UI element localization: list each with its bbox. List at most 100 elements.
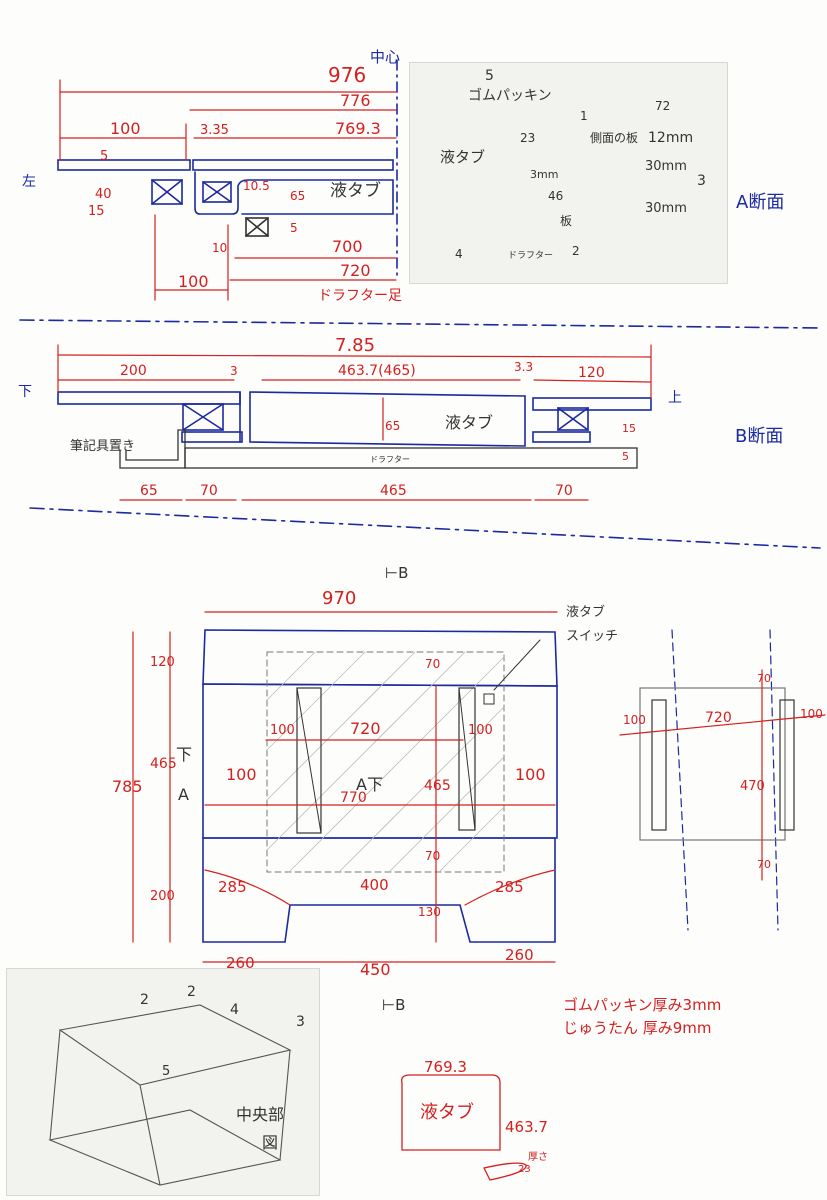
photo-num-4: 4 bbox=[455, 247, 463, 261]
b-section-dims bbox=[57, 344, 652, 501]
dim-b-120: 120 bbox=[578, 365, 605, 381]
side-board-label: 側面の板 bbox=[590, 131, 638, 145]
a-section-labels: 976 中心 776 100 3.35 769.3 左 5 40 15 10.5… bbox=[22, 48, 402, 304]
plan-view-dims bbox=[132, 611, 558, 963]
dim-p-100-right: 100 bbox=[515, 765, 546, 784]
dim-s-100-left: 100 bbox=[623, 713, 646, 727]
dim-a-5b: 5 bbox=[290, 221, 298, 235]
section-mark-b-2: ⊢B bbox=[382, 996, 405, 1014]
b-section-title: B断面 bbox=[735, 426, 783, 447]
photo-num-1: 1 bbox=[580, 109, 588, 123]
cp-num-4: 4 bbox=[230, 1002, 239, 1018]
cp-title-1: 中央部 bbox=[236, 1105, 284, 1124]
dim-a-5: 5 bbox=[100, 149, 108, 164]
dim-a-776: 776 bbox=[340, 91, 371, 110]
dim-b-65: 65 bbox=[385, 419, 400, 433]
note-carpet-thickness: じゅうたん 厚み9mm bbox=[563, 1019, 712, 1037]
plan-lower-mark: 下 bbox=[176, 745, 192, 764]
photo-num-5: 5 bbox=[485, 68, 494, 84]
dim-p-400: 400 bbox=[360, 876, 389, 894]
liquid-tub-label-b: 液タブ bbox=[445, 413, 493, 432]
dim-b-3-3: 3.3 bbox=[514, 360, 533, 374]
notes: ゴムパッキン厚み3mm じゅうたん 厚み9mm 769.3 液タブ 463.7 … bbox=[420, 996, 721, 1175]
dim-b-15: 15 bbox=[622, 422, 636, 435]
a-section-photo-labels: ゴムパッキン 5 1 72 側面の板 12mm 23 液タブ 3mm 30mm … bbox=[440, 68, 784, 261]
cp-title-2: 図 bbox=[262, 1133, 278, 1152]
dim-b-70b: 70 bbox=[555, 483, 573, 499]
upper-label: 上 bbox=[668, 390, 682, 406]
photo-72: 72 bbox=[655, 99, 670, 113]
dim-s-70-bottom: 70 bbox=[757, 858, 771, 871]
dim-a-15: 15 bbox=[88, 204, 105, 219]
tub-switch-label-1: 液タブ bbox=[566, 604, 605, 620]
a-section-drawing bbox=[57, 59, 398, 276]
side-sketch-labels: 70 100 720 100 470 70 bbox=[623, 672, 823, 871]
a-section-title: A断面 bbox=[736, 192, 784, 213]
dim-b-465: 465 bbox=[380, 483, 407, 499]
lower-label: 下 bbox=[18, 384, 32, 400]
dim-p-70-top: 70 bbox=[425, 657, 440, 671]
box-463-7: 463.7 bbox=[505, 1118, 548, 1136]
dim-b-overall: 7.85 bbox=[335, 335, 375, 356]
box-tub-label: 液タブ bbox=[420, 1101, 474, 1123]
photo-drafter: ドラフター bbox=[508, 250, 553, 261]
photo-tub-label: 液タブ bbox=[440, 148, 485, 166]
dim-p-200: 200 bbox=[150, 889, 175, 904]
center-part-labels: 2 2 4 3 5 中央部 図 bbox=[140, 984, 305, 1152]
dim-p-70-bottom: 70 bbox=[425, 849, 440, 863]
center-part-sketch-lines bbox=[48, 1004, 292, 1186]
dim-a-769-3: 769.3 bbox=[335, 119, 381, 138]
dim-p-260-left: 260 bbox=[226, 954, 255, 972]
dim-a-10-5: 10.5 bbox=[243, 179, 270, 193]
tub-switch-label-2: スイッチ bbox=[566, 629, 618, 644]
dim-a-100b: 100 bbox=[178, 272, 209, 291]
left-label: 左 bbox=[22, 174, 36, 190]
dim-p-720: 720 bbox=[350, 719, 381, 738]
dim-a-100: 100 bbox=[110, 119, 141, 138]
pen-tray-label: 筆記具置き bbox=[70, 438, 135, 454]
dim-p-100-inner-r: 100 bbox=[468, 723, 493, 738]
dim-s-70-top: 70 bbox=[757, 672, 771, 685]
dim-a-overall: 976 bbox=[328, 63, 366, 87]
a-section-sketch-photo bbox=[409, 62, 728, 284]
cp-num-5: 5 bbox=[162, 1064, 170, 1079]
dim-p-465b: 465 bbox=[424, 778, 451, 794]
dim-a-3-35: 3.35 bbox=[200, 123, 229, 138]
liquid-tub-label-a: 液タブ bbox=[330, 180, 381, 201]
box-thickness: 厚さ bbox=[528, 1151, 548, 1163]
drafter-leg-label: ドラフター足 bbox=[318, 288, 402, 304]
liquid-tub-box-sketch bbox=[401, 1074, 527, 1181]
dim-p-465: 465 bbox=[150, 756, 177, 772]
b-drafter: ドラフター bbox=[370, 455, 410, 464]
dim-a-700: 700 bbox=[332, 237, 363, 256]
dim-p-120: 120 bbox=[150, 655, 175, 670]
cp-num-3: 3 bbox=[296, 1014, 305, 1030]
dim-a-40: 40 bbox=[95, 187, 112, 202]
dim-a-10: 10 bbox=[212, 241, 227, 255]
plan-a-lower-mark: A下 bbox=[356, 775, 383, 794]
b-section-drawing bbox=[19, 319, 821, 549]
dim-p-285-left: 285 bbox=[218, 878, 247, 896]
plan-view-drawing bbox=[202, 629, 558, 943]
dim-s-720: 720 bbox=[705, 710, 732, 726]
photo-num-3: 3 bbox=[697, 173, 706, 189]
photo-30mm-2: 30mm bbox=[645, 201, 687, 216]
dim-p-100-left: 100 bbox=[226, 765, 257, 784]
box-769-3: 769.3 bbox=[424, 1058, 467, 1076]
dim-p-100-inner: 100 bbox=[270, 723, 295, 738]
plan-view-labels: 970 液タブ スイッチ 785 120 465 200 下 A 100 70 … bbox=[112, 588, 618, 1014]
dim-p-130: 130 bbox=[418, 905, 441, 919]
dim-b-5: 5 bbox=[622, 450, 629, 463]
dim-b-70: 70 bbox=[200, 483, 218, 499]
dim-a-720: 720 bbox=[340, 261, 371, 280]
a-section-dims bbox=[59, 79, 397, 301]
photo-12mm: 12mm bbox=[648, 130, 693, 146]
rubber-packing-label: ゴムパッキン bbox=[468, 87, 552, 104]
photo-board: 板 bbox=[560, 214, 572, 228]
dim-s-100-right: 100 bbox=[800, 707, 823, 721]
cp-num-2b: 2 bbox=[187, 984, 196, 1000]
dim-p-785: 785 bbox=[112, 777, 143, 796]
dim-p-450: 450 bbox=[360, 960, 391, 979]
